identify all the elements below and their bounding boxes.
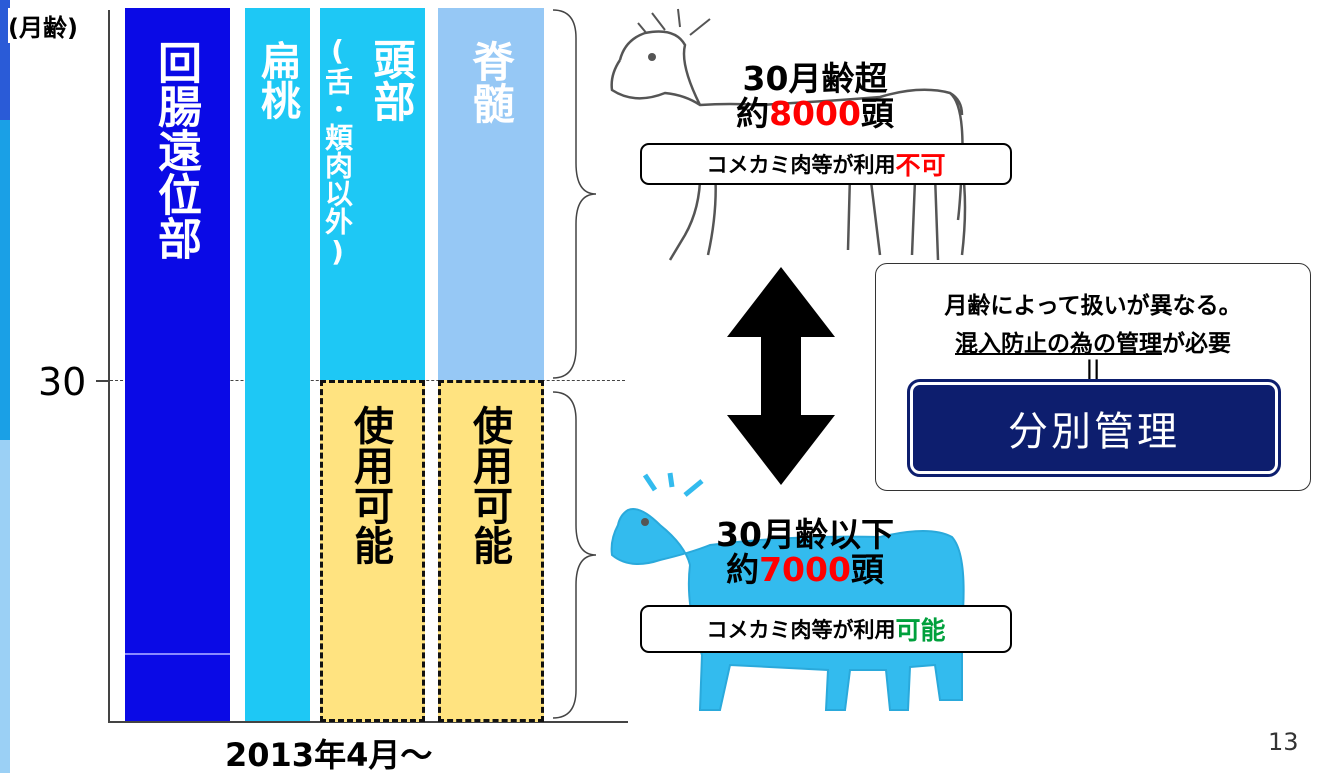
cow-over-count-suffix: 頭: [860, 93, 894, 133]
double-arrow-icon: [727, 267, 835, 485]
note-equals: ||: [1085, 356, 1101, 380]
cow-over-line1: 30月齢超: [742, 59, 888, 98]
bar-hento: [245, 8, 310, 721]
x-axis-label: 2013年4月～: [225, 736, 433, 774]
page-number: 13: [1268, 728, 1299, 756]
cow-under-count-line: 約7000頭: [680, 549, 930, 589]
note-line2-underlined: 混入防止の為の管理: [955, 331, 1162, 357]
bar-sekizui: [438, 8, 544, 380]
usable-box-tobu: [320, 380, 425, 722]
note-line2: 混入防止の為の管理が必要: [876, 324, 1310, 358]
bar-kaicho-divider: [125, 653, 230, 655]
cow-under-count-suffix: 頭: [850, 549, 884, 589]
bar-sekizui-label: 脊髄: [466, 40, 515, 124]
cow-over-use-text: コメカミ肉等が利用: [706, 153, 896, 177]
cow-under-count-prefix: 約: [726, 549, 760, 589]
bunbetsu-kanri-box: 分別管理: [907, 379, 1281, 477]
cow-under-text: 30月齢以下 約7000頭: [680, 515, 930, 589]
cow-over-text: 30月齢超 約8000頭: [700, 59, 930, 133]
brace-upper: [552, 9, 597, 379]
cow-outline-icon: [610, 8, 967, 261]
cow-under-use-text: コメカミ肉等が利用: [706, 618, 896, 642]
cow-under-line1: 30月齢以下: [716, 515, 894, 554]
cow-over-count-prefix: 約: [736, 93, 770, 133]
edge-strip-mid: [0, 120, 10, 440]
note-line1: 月齢によって扱いが異なる。: [944, 293, 1242, 319]
note-line2-rest: が必要: [1162, 331, 1231, 357]
usable-label-tobu: 使用可能: [347, 405, 393, 565]
y-tick-mark-30: [96, 380, 108, 382]
brace-lower: [552, 391, 597, 719]
cow-under-usebox: コメカミ肉等が利用可能: [640, 605, 1012, 653]
cow-under-use-status: 可能: [895, 616, 946, 645]
cow-over-use-status: 不可: [895, 151, 946, 180]
cow-over-usebox: コメカミ肉等が利用不可: [640, 143, 1012, 185]
y-axis-unit-label: (月齢): [8, 8, 78, 43]
y-tick-30: 30: [38, 360, 87, 404]
bar-tobu-sub-label: (舌･頬肉以外): [321, 34, 354, 268]
x-axis-line: [108, 721, 628, 723]
edge-strip-top: [0, 0, 10, 120]
cow-under-count: 7000: [759, 549, 851, 589]
note-box: 月齢によって扱いが異なる。 混入防止の為の管理が必要 || 分別管理: [875, 263, 1311, 491]
cow-over-count: 8000: [769, 93, 861, 133]
cow-filled-icon: [610, 472, 965, 711]
bar-hento-label: 扁桃: [254, 40, 300, 120]
bar-tobu-label: 頭部: [367, 38, 416, 122]
usable-label-sekizui: 使用可能: [466, 405, 512, 565]
usable-box-sekizui: [438, 380, 544, 722]
edge-strip-bottom: [0, 440, 10, 773]
bar-kaicho-label: 回腸遠位部: [150, 40, 201, 260]
bar-kaicho: [125, 8, 230, 721]
bar-tobu: [320, 8, 425, 380]
y-axis-line: [108, 10, 110, 723]
cow-over-count-line: 約8000頭: [700, 93, 930, 133]
